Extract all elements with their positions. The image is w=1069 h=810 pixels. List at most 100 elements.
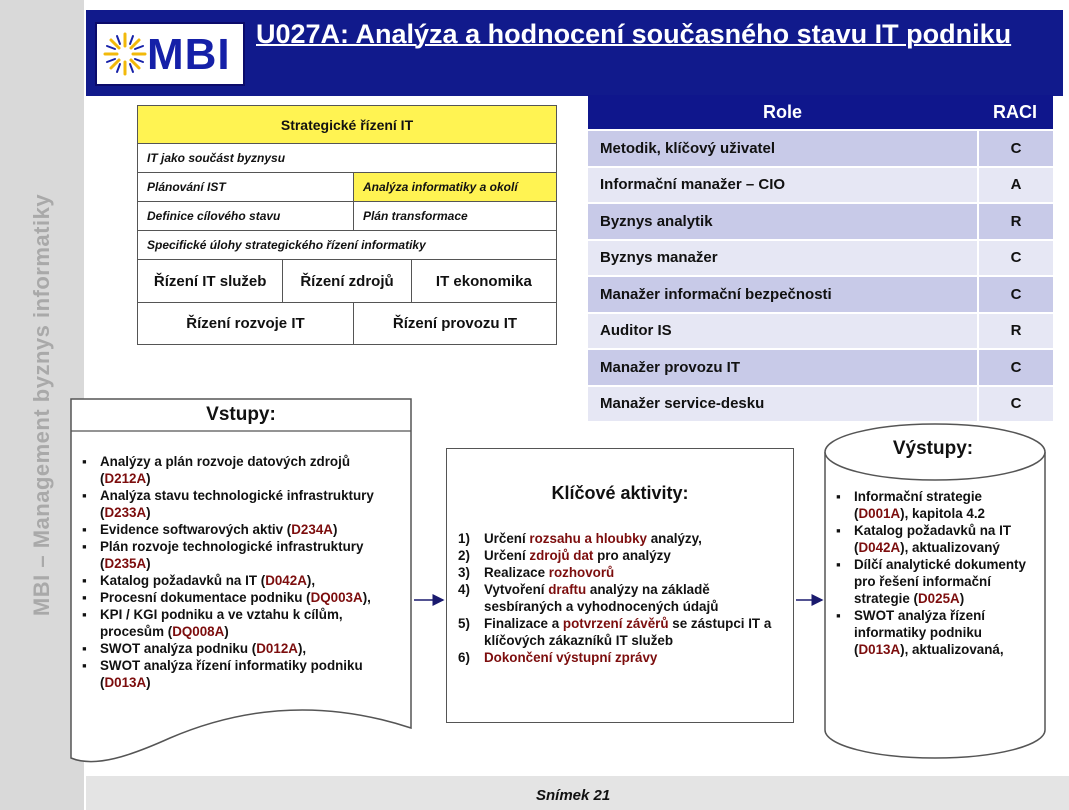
- item-text: Procesní dokumentace podniku (: [100, 590, 311, 605]
- raci-role: Manažer service-desku: [588, 384, 977, 421]
- raci-value: C: [977, 238, 1053, 275]
- raci-role: Byznys manažer: [588, 238, 977, 275]
- item-tail: ): [146, 505, 151, 520]
- activity-item: 4)Vytvoření draftu analýzy na základě se…: [458, 581, 790, 615]
- activity-text: Určení: [484, 548, 530, 563]
- strat-row6-b: Řízení provozu IT: [352, 303, 556, 344]
- activity-number: 4): [458, 582, 470, 597]
- strat-row5-b: Řízení zdrojů: [282, 260, 410, 302]
- item-tail: ): [224, 624, 229, 639]
- activity-text: analýzy na základě sesbíraných a vyhodno…: [484, 582, 719, 614]
- raci-value: C: [977, 384, 1053, 421]
- list-item: Informační strategie (D001A), kapitola 4…: [834, 488, 1034, 522]
- list-item: Procesní dokumentace podniku (DQ003A),: [78, 589, 396, 606]
- document-code: D025A: [918, 591, 960, 606]
- item-text: SWOT analýza řízení informatiky podniku …: [854, 608, 985, 657]
- list-item: Plán rozvoje technologické infrastruktur…: [78, 538, 396, 572]
- item-tail: ): [332, 522, 338, 537]
- activity-number: 3): [458, 565, 470, 580]
- strat-header: Strategické řízení IT: [280, 116, 414, 133]
- activity-item: 5)Finalizace a potvrzení závěrů se zástu…: [458, 615, 790, 649]
- document-code: DQ003A: [310, 590, 363, 605]
- raci-header-raci: RACI: [977, 95, 1053, 129]
- item-text: SWOT analýza podniku (: [100, 641, 257, 656]
- logo-text: MBI: [147, 30, 231, 79]
- strat-row2-right: Analýza informatiky a okolí: [352, 173, 556, 201]
- side-label: MBI – Management byznys informatiky: [29, 193, 54, 617]
- activity-text: rozhovorů: [548, 565, 615, 580]
- document-code: DQ008A: [172, 624, 225, 639]
- strategic-management-table: Strategické řízení IT IT jako součást by…: [137, 105, 557, 345]
- activity-number: 2): [458, 548, 470, 563]
- item-tail: ): [146, 675, 151, 690]
- item-text: KPI / KGI podniku a ve vztahu k cílům, p…: [100, 607, 343, 639]
- activity-text: Realizace: [484, 565, 549, 580]
- activity-item: 1)Určení rozsahu a hloubky analýzy,: [458, 530, 790, 547]
- activity-item: 6)Dokončení výstupní zprávy: [458, 649, 790, 666]
- document-code: D042A: [858, 540, 901, 555]
- activity-text: se zástupci IT a klíčových zákazníků IT …: [484, 616, 772, 648]
- activity-item: 2)Určení zdrojů dat pro analýzy: [458, 547, 790, 564]
- list-item: Evidence softwarových aktiv (D234A): [78, 521, 396, 538]
- activity-number: 6): [458, 650, 470, 665]
- document-code: D012A: [256, 641, 298, 656]
- item-tail: ), aktualizovaná,: [900, 642, 1004, 657]
- item-text: Plán rozvoje technologické infrastruktur…: [100, 539, 364, 571]
- raci-role: Manažer provozu IT: [588, 348, 977, 385]
- slide-number: Snímek 21: [536, 787, 611, 804]
- activities-list: 1)Určení rozsahu a hloubky analýzy,2)Urč…: [458, 530, 790, 666]
- strat-row3-right: Plán transformace: [352, 202, 556, 230]
- document-code: D013A: [858, 642, 901, 657]
- list-item: SWOT analýza řízení informatiky podniku …: [78, 657, 396, 691]
- activities-title: Klíčové aktivity:: [551, 483, 689, 503]
- item-text: SWOT analýza řízení informatiky podniku …: [100, 658, 363, 690]
- strat-row1: IT jako součást byznysu: [147, 151, 286, 165]
- item-tail: ): [146, 556, 151, 571]
- raci-value: A: [977, 165, 1053, 202]
- inputs-list: Analýzy a plán rozvoje datových zdrojů (…: [78, 453, 396, 691]
- document-code: D001A: [858, 506, 901, 521]
- raci-role: Manažer informační bezpečnosti: [588, 275, 977, 312]
- outputs-list: Informační strategie (D001A), kapitola 4…: [834, 488, 1034, 658]
- activity-text: zdrojů dat: [529, 548, 594, 563]
- inputs-title: Vstupy:: [206, 404, 276, 425]
- item-text: Analýza stavu technologické infrastruktu…: [100, 488, 374, 520]
- activity-number: 1): [458, 531, 470, 546]
- item-tail: ),: [362, 590, 371, 605]
- item-text: Katalog požadavků na IT (: [854, 523, 1011, 555]
- item-text: Katalog požadavků na IT (: [100, 573, 266, 588]
- activity-number: 5): [458, 616, 470, 631]
- strat-header-row: Strategické řízení IT: [138, 106, 556, 143]
- raci-header-row: Role RACI: [588, 95, 1053, 129]
- item-tail: ): [959, 591, 965, 606]
- raci-value: R: [977, 311, 1053, 348]
- strat-row5-a: Řízení IT služeb: [153, 272, 267, 290]
- document-code: D234A: [291, 522, 333, 537]
- logo: MBI: [95, 22, 245, 86]
- raci-value: C: [977, 348, 1053, 385]
- list-item: Katalog požadavků na IT (D042A), aktuali…: [834, 522, 1034, 556]
- list-item: SWOT analýza podniku (D012A),: [78, 640, 396, 657]
- item-text: Dílčí analytické dokumenty pro řešení in…: [854, 557, 1026, 606]
- activity-text: draftu: [548, 582, 587, 597]
- activity-text: potvrzení závěrů: [562, 616, 669, 631]
- item-tail: ): [146, 471, 151, 486]
- raci-role: Byznys analytik: [588, 202, 977, 239]
- document-code: D042A: [265, 573, 307, 588]
- list-item: SWOT analýza řízení informatiky podniku …: [834, 607, 1034, 658]
- list-item: KPI / KGI podniku a ve vztahu k cílům, p…: [78, 606, 396, 640]
- document-code: D013A: [104, 675, 147, 690]
- raci-role: Metodik, klíčový uživatel: [588, 129, 977, 166]
- raci-value: C: [977, 129, 1053, 166]
- strat-row2-left: Plánování IST: [147, 180, 226, 194]
- activity-text: rozsahu a hloubky: [529, 531, 647, 546]
- activity-item: 3) Realizace rozhovorů: [458, 564, 790, 581]
- activity-text: Určení: [484, 531, 530, 546]
